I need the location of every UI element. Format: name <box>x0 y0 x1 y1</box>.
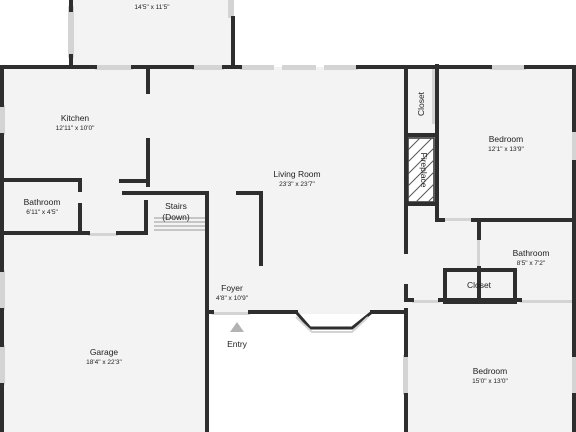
windows <box>0 0 576 395</box>
entry-outside <box>209 314 406 432</box>
window <box>240 65 274 70</box>
window <box>403 355 408 395</box>
hatch-line <box>407 147 435 175</box>
stairs-name: Stairs <box>165 201 187 211</box>
living-room-name: Living Room <box>273 169 320 179</box>
bay-window <box>294 310 373 333</box>
closet2-box <box>443 268 517 304</box>
window <box>572 355 576 395</box>
garage-name: Garage <box>90 347 119 357</box>
window <box>95 65 133 70</box>
entry-arrow-icon[interactable] <box>230 322 244 332</box>
bedroom2-name: Bedroom <box>473 366 508 376</box>
window <box>572 130 576 162</box>
garage-dims: 18'4" x 22'3" <box>86 359 122 366</box>
window <box>432 66 437 124</box>
bathroom2-dims: 8'5" x 7'2" <box>517 260 546 267</box>
foyer-name: Foyer <box>221 283 243 293</box>
window <box>282 65 316 70</box>
window <box>212 312 250 315</box>
bathroom1-dims: 6'11" x 4'5" <box>26 209 58 216</box>
window <box>490 65 526 70</box>
kitchen-name: Kitchen <box>61 113 90 123</box>
hatch-line <box>407 171 435 199</box>
window <box>0 270 5 310</box>
window <box>88 233 118 236</box>
window <box>443 218 473 221</box>
closet2-name: Closet <box>467 280 492 290</box>
bedroom1-dims: 12'1" x 13'9" <box>488 146 524 153</box>
living-room-dims: 23'3" x 23'7" <box>279 181 315 188</box>
hatch-line <box>407 137 421 151</box>
top-room-floor <box>72 0 234 67</box>
fireplace-name: Fireplace <box>419 153 429 188</box>
hatch-line <box>415 183 435 203</box>
closet1-name: Closet <box>416 91 426 116</box>
fireplace-stripes <box>407 137 435 203</box>
window <box>324 65 358 70</box>
fireplace-hatch <box>407 137 435 203</box>
foyer-dims: 4'8" x 10'9" <box>216 295 249 302</box>
bathroom2-name: Bathroom <box>513 248 550 258</box>
window <box>477 238 480 268</box>
window <box>412 300 440 303</box>
window <box>0 345 5 385</box>
hatch-line <box>407 159 435 187</box>
bedroom2-dims: 15'0" x 13'0" <box>472 378 508 385</box>
room-labels: 14'5" x 11'5" Kitchen 12'11" x 10'0" Liv… <box>24 4 550 385</box>
top-room-dims: 14'5" x 11'5" <box>134 4 170 11</box>
stairs-sub: (Down) <box>162 212 190 222</box>
window <box>192 65 224 70</box>
window <box>520 300 572 303</box>
bathroom1-name: Bathroom <box>24 197 61 207</box>
hatch-line <box>427 195 435 203</box>
window <box>0 105 5 135</box>
bedroom1-name: Bedroom <box>489 134 524 144</box>
window <box>228 0 234 18</box>
stairs-steps <box>154 217 205 231</box>
kitchen-dims: 12'11" x 10'0" <box>56 125 95 132</box>
window <box>68 6 74 58</box>
hatch-line <box>407 137 433 163</box>
entry-label: Entry <box>227 339 248 349</box>
